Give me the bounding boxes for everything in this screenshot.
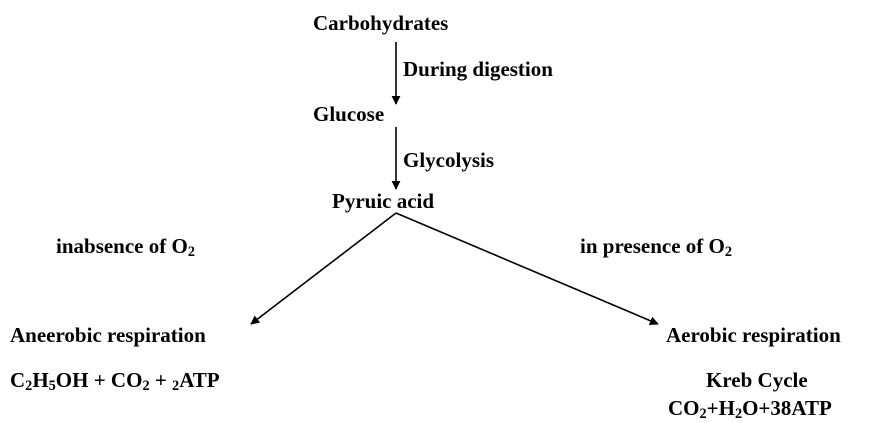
formula-subscript: 2 xyxy=(172,378,180,395)
edge-label-glycolysis: Glycolysis xyxy=(403,148,495,172)
formula-subscript: 2 xyxy=(142,378,150,395)
absence-subscript: 2 xyxy=(187,244,195,261)
formula-text: H xyxy=(32,368,49,392)
formula-text: O+38ATP xyxy=(742,396,832,420)
node-kreb-cycle: Kreb Cycle xyxy=(706,368,808,392)
formula-subscript: 5 xyxy=(48,378,56,395)
formula-text: CO xyxy=(668,396,700,420)
formula-text: OH + CO xyxy=(55,368,143,392)
edge-label-presence-of-oxygen: in presence of O2 xyxy=(580,234,732,261)
node-glucose: Glucose xyxy=(313,102,385,126)
formula-subscript: 2 xyxy=(699,406,707,423)
node-carbohydrates: Carbohydrates xyxy=(313,11,449,35)
formula-subscript: 2 xyxy=(734,406,743,423)
formula-text: ATP xyxy=(179,368,220,392)
node-pyruvic-acid: Pyruic acid xyxy=(332,189,435,213)
presence-text: in presence of O xyxy=(580,234,725,258)
formula-aerobic-products: CO2+H2O+38ATP xyxy=(668,396,832,423)
node-aerobic-respiration: Aerobic respiration xyxy=(666,323,841,347)
formula-text: +H xyxy=(706,396,735,420)
formula-text: C xyxy=(10,368,26,392)
formula-text: + xyxy=(149,368,173,392)
edge-label-digestion: During digestion xyxy=(403,57,553,81)
edge-label-absence-of-oxygen: inabsence of O2 xyxy=(56,234,195,261)
arrow-pyruvic-to-anaerobic xyxy=(250,212,397,325)
absence-text: inabsence of O xyxy=(56,234,188,258)
formula-anaerobic-products: C2H5OH + CO2 + 2ATP xyxy=(10,368,220,395)
arrow-pyruvic-to-aerobic xyxy=(395,212,659,325)
formula-subscript: 2 xyxy=(25,378,33,395)
presence-subscript: 2 xyxy=(724,244,732,261)
node-anaerobic-respiration: Aneerobic respiration xyxy=(10,323,206,347)
